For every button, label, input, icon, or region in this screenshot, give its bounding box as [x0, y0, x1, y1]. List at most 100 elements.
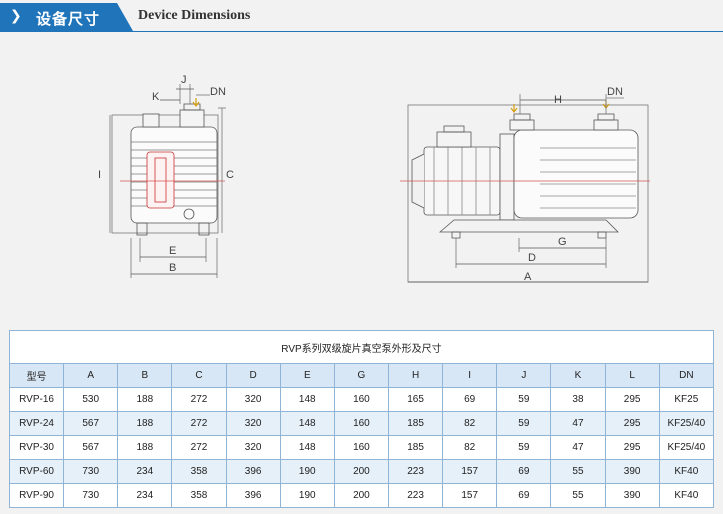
table-cell: 320	[225, 435, 281, 460]
table-cell: 188	[117, 411, 173, 436]
model-cell: RVP-16	[8, 387, 65, 412]
section-tab-notch	[117, 3, 133, 31]
table-cell: 295	[604, 411, 660, 436]
table-cell: 358	[171, 459, 227, 484]
table-header-cell: B	[117, 363, 173, 388]
table-cell: 190	[279, 483, 335, 508]
table-cell: 188	[117, 435, 173, 460]
table-cell: 295	[604, 435, 660, 460]
table-cell: 69	[442, 387, 498, 412]
dim-label-j: J	[181, 74, 187, 86]
table-header-cell: A	[63, 363, 119, 388]
table-header-cell: I	[442, 363, 498, 388]
table-caption: RVP系列双级旋片真空泵外形及尺寸	[9, 330, 714, 364]
table-header-cell: C	[171, 363, 227, 388]
table-header-cell: H	[387, 363, 444, 388]
table-cell: 185	[387, 411, 444, 436]
section-title-zh: 设备尺寸	[36, 10, 101, 28]
table-header-cell: G	[333, 363, 389, 388]
table-cell: 200	[333, 459, 389, 484]
dim-label-c: C	[226, 169, 234, 181]
table-cell: 530	[63, 387, 119, 412]
table-header-cell: DN	[658, 363, 715, 388]
table-cell: 157	[442, 459, 498, 484]
section-tab	[0, 3, 117, 31]
table-cell: 59	[496, 435, 552, 460]
dim-label-dn-right: DN	[607, 86, 623, 98]
chevron-right-icon: ❯	[10, 8, 22, 24]
table-cell: 390	[604, 459, 660, 484]
table-cell: KF40	[658, 483, 715, 508]
table-cell: 272	[171, 387, 227, 412]
table-cell: 55	[550, 459, 606, 484]
model-cell: RVP-60	[8, 459, 65, 484]
table-cell: 47	[550, 411, 606, 436]
table-cell: KF25/40	[658, 411, 715, 436]
table-cell: 358	[171, 483, 227, 508]
table-cell: 47	[550, 435, 606, 460]
dim-label-h: H	[554, 94, 562, 106]
model-cell: RVP-90	[8, 483, 65, 508]
table-cell: 148	[279, 387, 335, 412]
table-cell: 567	[63, 411, 119, 436]
table-cell: 188	[117, 387, 173, 412]
table-cell: 185	[387, 435, 444, 460]
table-cell: 148	[279, 411, 335, 436]
table-header-cell: L	[604, 363, 660, 388]
pump-side-view	[400, 94, 650, 283]
table-cell: 567	[63, 435, 119, 460]
table-cell: 223	[387, 459, 444, 484]
table-cell: KF40	[658, 459, 715, 484]
model-cell: RVP-30	[8, 435, 65, 460]
dim-label-i: I	[98, 169, 101, 181]
table-cell: 165	[387, 387, 444, 412]
table-cell: 730	[63, 459, 119, 484]
table-cell: 390	[604, 483, 660, 508]
table-cell: 160	[333, 387, 389, 412]
dim-label-k: K	[152, 91, 160, 103]
dim-label-a: A	[524, 271, 532, 283]
table-cell: 38	[550, 387, 606, 412]
table-cell: 160	[333, 411, 389, 436]
table-header-cell: J	[496, 363, 552, 388]
table-cell: 272	[171, 411, 227, 436]
table-cell: 157	[442, 483, 498, 508]
header-divider	[0, 31, 723, 32]
table-cell: KF25	[658, 387, 715, 412]
table-header-cell: 型号	[8, 363, 65, 388]
dim-label-b: B	[169, 262, 176, 274]
table-cell: 320	[225, 411, 281, 436]
table-cell: KF25/40	[658, 435, 715, 460]
table-cell: 234	[117, 459, 173, 484]
dim-label-g: G	[558, 236, 567, 248]
table-cell: 82	[442, 435, 498, 460]
table-cell: 223	[387, 483, 444, 508]
table-cell: 396	[225, 459, 281, 484]
table-cell: 82	[442, 411, 498, 436]
table-cell: 69	[496, 459, 552, 484]
table-cell: 320	[225, 387, 281, 412]
table-cell: 272	[171, 435, 227, 460]
table-cell: 59	[496, 411, 552, 436]
dim-label-d: D	[528, 252, 536, 264]
table-cell: 55	[550, 483, 606, 508]
pump-end-view	[109, 84, 226, 278]
table-header-cell: K	[550, 363, 606, 388]
table-cell: 69	[496, 483, 552, 508]
section-title-en: Device Dimensions	[138, 8, 251, 23]
table-header-cell: D	[225, 363, 281, 388]
table-cell: 396	[225, 483, 281, 508]
table-cell: 730	[63, 483, 119, 508]
section-header: ❯ 设备尺寸 Device Dimensions	[0, 0, 723, 32]
table-cell: 190	[279, 459, 335, 484]
table-cell: 200	[333, 483, 389, 508]
table-cell: 148	[279, 435, 335, 460]
